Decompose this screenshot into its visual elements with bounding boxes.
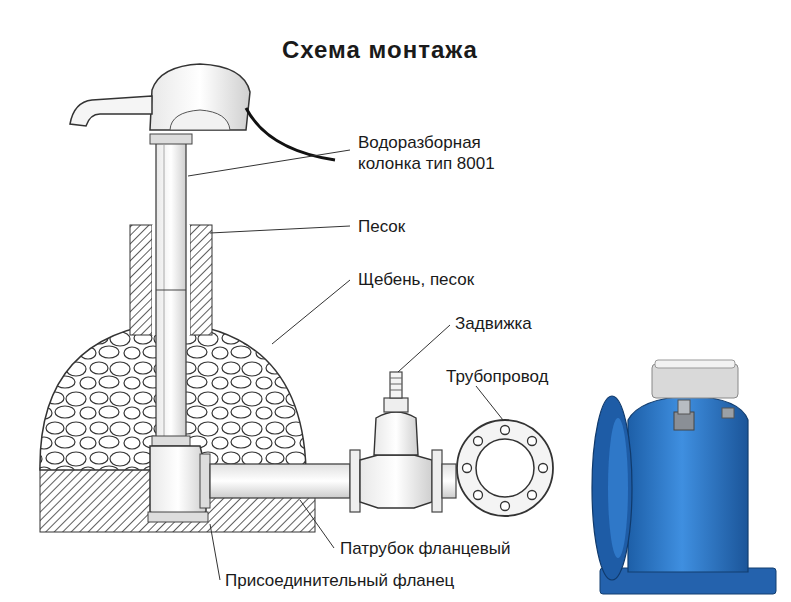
callout-label: Присоединительный фланец <box>225 570 454 591</box>
diagram-title: Схема монтажа <box>282 36 478 64</box>
callout-label: Щебень, песок <box>358 269 474 290</box>
callout-label: Патрубок фланцевый <box>340 538 511 559</box>
callout-label: Задвижка <box>455 313 532 334</box>
callout-label: Песок <box>358 216 405 237</box>
callout-label: Трубопровод <box>446 366 549 387</box>
callout-label: Водоразборная колонка тип 8001 <box>358 132 528 174</box>
